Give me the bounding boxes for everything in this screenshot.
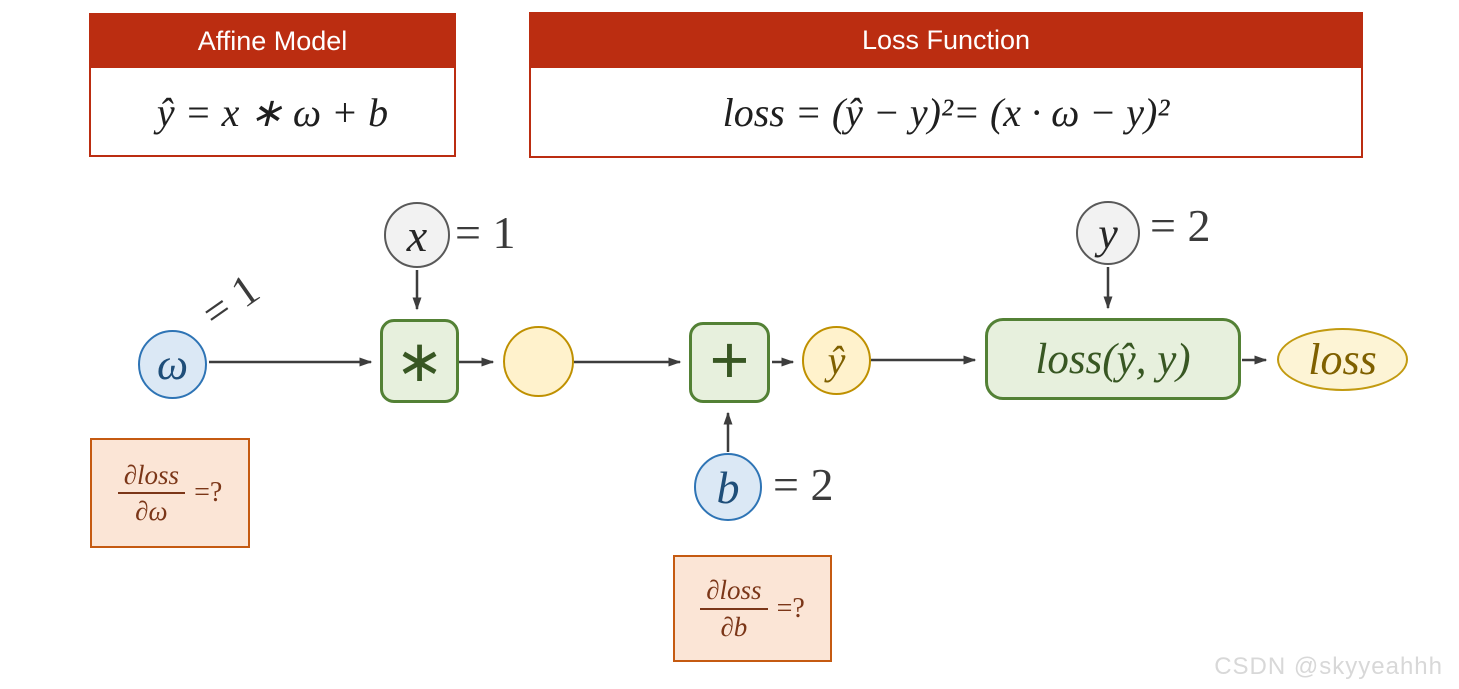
plus-node: + (689, 322, 770, 403)
yhat-node-label: ŷ (827, 338, 846, 383)
fraction-bar (117, 492, 186, 494)
multiply-node: ∗ (380, 319, 459, 403)
affine-model-box: Affine Model ŷ = x ∗ ω + b (89, 13, 456, 157)
affine-model-formula: ŷ = x ∗ ω + b (156, 89, 389, 135)
gradient-omega-fraction: ∂loss ∂ω (117, 459, 186, 526)
gradient-b-suffix: =? (776, 592, 805, 624)
omega-node: ω (138, 330, 207, 399)
loss-output-node: loss (1277, 328, 1408, 391)
loss-output-label: loss (1308, 335, 1377, 384)
gradient-omega-suffix: =? (194, 477, 223, 508)
plus-node-label: + (709, 321, 750, 398)
gradient-b-numerator: ∂loss (706, 575, 762, 606)
x-value-label: = 1 (455, 207, 516, 258)
loss-function-box: Loss Function loss = (ŷ − y)²= (x · ω − … (529, 12, 1363, 158)
watermark: CSDN @skyyeahhh (1214, 653, 1443, 680)
b-value-label: = 2 (773, 459, 834, 510)
gradient-omega-denominator: ∂ω (135, 496, 168, 526)
omega-node-label: ω (156, 340, 189, 389)
gradient-omega-numerator: ∂loss (123, 459, 180, 490)
gradient-b-denominator: ∂b (720, 611, 748, 642)
b-node-label: b (716, 461, 740, 513)
x-node: x (384, 202, 450, 268)
intermediate-node (503, 326, 574, 397)
y-node-label: y (1098, 208, 1118, 258)
loss-function-title: Loss Function (530, 13, 1362, 68)
multiply-node-label: ∗ (395, 329, 444, 394)
yhat-node: ŷ (802, 326, 871, 395)
gradient-omega-box: ∂loss ∂ω =? (90, 438, 250, 548)
fraction-bar (700, 607, 768, 610)
loss-function-node-label: loss(ŷ, y) (1035, 335, 1191, 383)
y-value-label: = 2 (1150, 200, 1211, 251)
b-node: b (694, 453, 762, 521)
gradient-b-box: ∂loss ∂b =? (673, 555, 832, 662)
loss-function-formula: loss = (ŷ − y)²= (x · ω − y)² (722, 90, 1170, 135)
x-node-label: x (406, 209, 428, 261)
affine-model-title: Affine Model (90, 14, 455, 68)
loss-function-node: loss(ŷ, y) (985, 318, 1241, 400)
y-node: y (1076, 201, 1140, 265)
gradient-b-fraction: ∂loss ∂b (700, 575, 768, 642)
